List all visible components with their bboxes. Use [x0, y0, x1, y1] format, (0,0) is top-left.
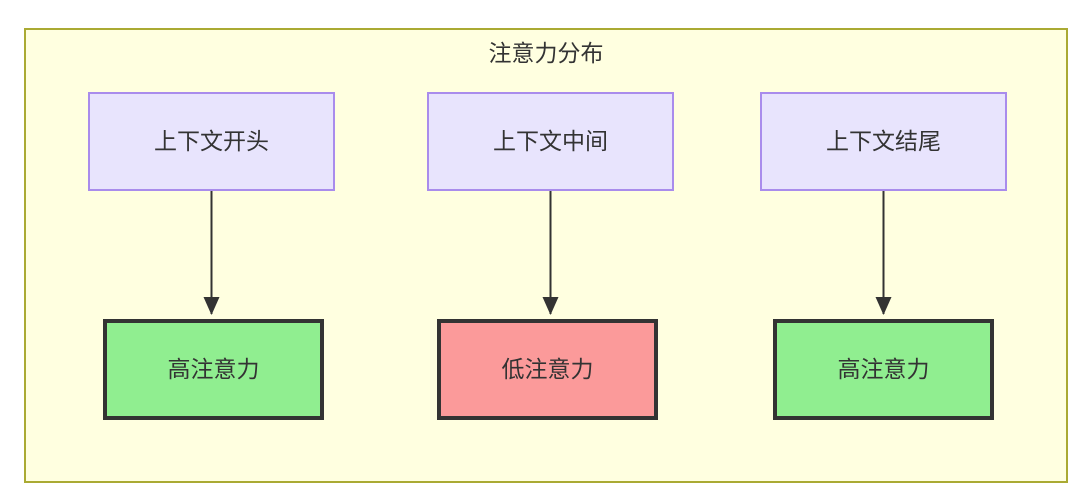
node-context-middle[interactable]: 上下文中间	[427, 92, 674, 191]
node-attention-end[interactable]: 高注意力	[773, 319, 994, 420]
node-attention-middle-label: 低注意力	[501, 356, 594, 382]
cluster-title: 注意力分布	[488, 40, 604, 66]
node-context-end-label: 上下文结尾	[826, 128, 941, 154]
node-context-middle-label: 上下文中间	[493, 128, 608, 154]
node-attention-end-label: 高注意力	[837, 356, 930, 382]
node-context-end[interactable]: 上下文结尾	[760, 92, 1007, 191]
node-context-start-label: 上下文开头	[154, 128, 269, 154]
node-attention-start[interactable]: 高注意力	[103, 319, 324, 420]
node-context-start[interactable]: 上下文开头	[88, 92, 335, 191]
node-attention-start-label: 高注意力	[167, 356, 260, 382]
node-attention-middle[interactable]: 低注意力	[437, 319, 658, 420]
